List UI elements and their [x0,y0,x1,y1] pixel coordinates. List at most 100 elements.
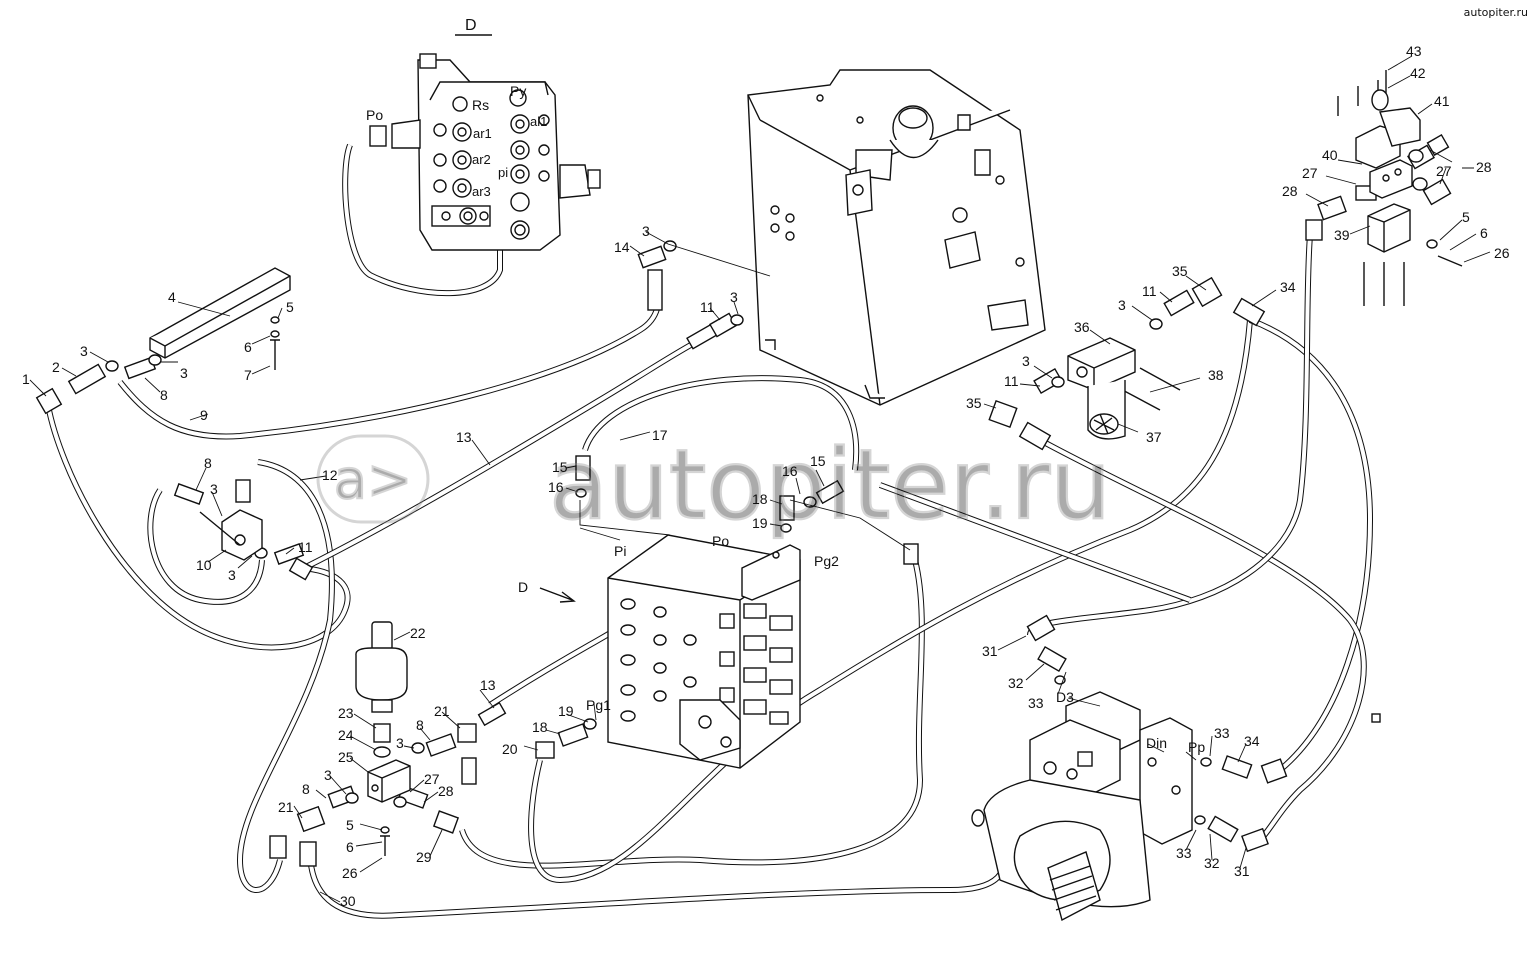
callout-number: 10 [196,557,212,573]
block-25 [367,759,411,803]
callout-number: 3 [1022,353,1030,369]
view-title: D [465,17,477,34]
callout-number: 23 [338,705,354,721]
callout-number: 3 [180,365,188,381]
port-din: Din [1146,735,1167,751]
callout-number: 36 [1074,319,1090,335]
port-pp: Pp [1188,739,1205,755]
port-al1: al1 [530,114,547,129]
callout-number: 28 [1476,159,1492,175]
callout-number: 9 [200,407,208,423]
callout-number: 1 [22,371,30,387]
callout-number: 27 [424,771,440,787]
callout-number: 31 [1234,863,1250,879]
callout-number: 5 [346,817,354,833]
port-po-top: Po [366,107,383,123]
callout-number: 18 [752,491,768,507]
callout-number: 35 [966,395,982,411]
callout-number: 32 [1204,855,1220,871]
callout-number: 3 [324,767,332,783]
fittings [35,133,1452,867]
callout-number: 5 [286,299,294,315]
view-d-arrow [539,587,576,603]
port-pi-top: pi [498,165,508,180]
callout-number: 19 [752,515,768,531]
valve-40-41 [1355,89,1421,253]
callout-number: 32 [1008,675,1024,691]
port-rs: Rs [472,97,489,113]
callout-number: 20 [502,741,518,757]
callout-number: 30 [340,893,356,909]
callout-number: 37 [1146,429,1162,445]
callout-number: 6 [1480,225,1488,241]
block-10 [199,509,263,561]
callout-number: 19 [558,703,574,719]
port-pg2: Pg2 [814,553,839,569]
callout-number: 15 [552,459,568,475]
callout-number: 11 [298,539,313,555]
corner-watermark: autopiter.ru [1464,6,1528,19]
watermark-text: autopiter.ru [549,429,1111,541]
callout-number: 24 [338,727,354,743]
watermark: a> autopiter.ru [316,428,1112,542]
callout-number: 11 [1142,283,1157,299]
callout-number: 8 [204,455,212,471]
callout-number: 8 [160,387,168,403]
callout-number: 3 [1118,297,1126,313]
callout-number: 5 [1462,209,1470,225]
callout-number: 3 [730,289,738,305]
hoses [45,143,1374,919]
port-ar1: ar1 [473,126,492,141]
view-arrow-label: D [518,579,528,595]
callout-number: 33 [1028,695,1044,711]
callout-number: 38 [1208,367,1224,383]
callout-number: 6 [346,839,354,855]
callout-number: 28 [1282,183,1298,199]
valve-block-main [607,534,801,769]
callout-number: 3 [642,223,650,239]
callout-number: 15 [810,453,826,469]
callout-number: 33 [1176,845,1192,861]
callout-number: 14 [614,239,630,255]
callout-number: 22 [410,625,426,641]
callout-number: 31 [982,643,998,659]
callout-number: 34 [1244,733,1260,749]
callout-number: 11 [1004,373,1019,389]
leader-lines [29,55,1491,903]
port-po-block: Po [712,533,729,549]
callout-number: 11 [700,299,715,315]
accumulator-22 [355,621,408,758]
filter-36-37 [1067,337,1136,440]
port-labels: D D Po Rs Py ar1 al1 ar2 pi ar3 Pi Po Pg… [366,17,1205,755]
callout-number: 28 [438,783,454,799]
callout-number: 39 [1334,227,1350,243]
port-ar3: ar3 [472,184,491,199]
callout-number: 6 [244,339,252,355]
callout-number: 3 [228,567,236,583]
callout-number: 26 [1494,245,1510,261]
callout-number: 27 [1436,163,1452,179]
callout-number: 29 [416,849,432,865]
hydraulic-tank [747,69,1046,406]
callout-number: 18 [532,719,548,735]
callout-number: 26 [342,865,358,881]
callout-number: 17 [652,427,668,443]
callout-number: 16 [782,463,798,479]
callout-number: 21 [434,703,450,719]
callout-number: 33 [1214,725,1230,741]
callout-number: 25 [338,749,354,765]
callout-number: 34 [1280,279,1296,295]
callout-number: 4 [168,289,176,305]
callout-number: 41 [1434,93,1450,109]
callout-number: 13 [456,429,472,445]
port-pg1: Pg1 [586,697,611,713]
port-ar2: ar2 [472,152,491,167]
valve-view-d [369,53,601,251]
port-d3: D3 [1056,689,1074,705]
callout-number: 42 [1410,65,1426,81]
callout-number: 43 [1406,43,1422,59]
callout-number: 2 [52,359,60,375]
callout-number: 35 [1172,263,1188,279]
